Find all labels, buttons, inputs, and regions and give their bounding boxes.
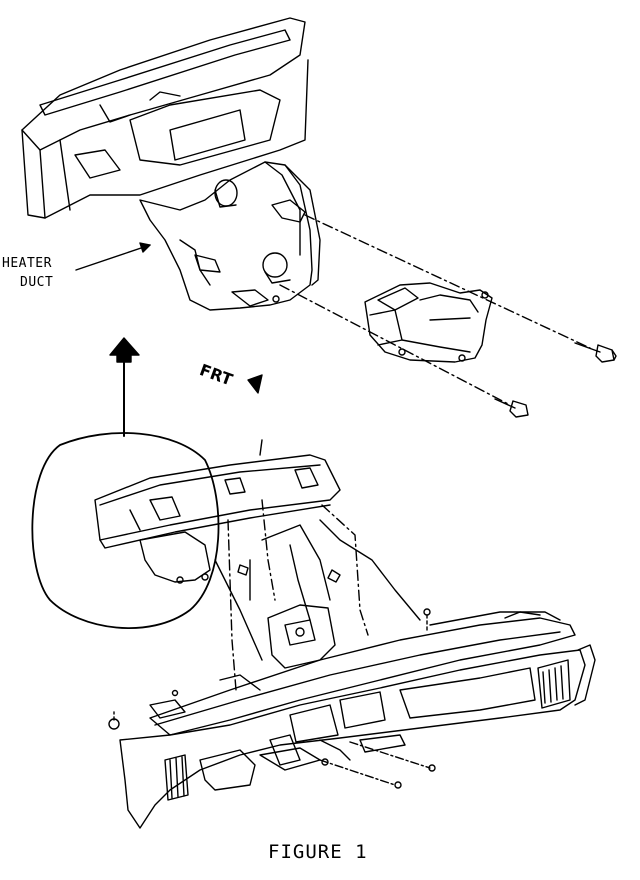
center-module (268, 605, 335, 668)
lower-main-beam (150, 618, 575, 735)
panel-carrier-slot (40, 30, 290, 115)
air-vent-left (165, 755, 188, 800)
panel-carrier-front-face (22, 130, 45, 218)
duct-mount-tab-middle (195, 255, 220, 272)
heater-duct-body (140, 162, 312, 310)
mounting-bolt-lower (495, 399, 528, 417)
air-vent-right (538, 660, 570, 708)
heater-duct-label-line2: DUCT (20, 275, 54, 290)
duct-post-lower (263, 253, 287, 277)
panel-carrier-top (22, 18, 305, 150)
mounting-bolt-upper (575, 343, 616, 362)
heater-duct-label: HEATER (2, 256, 52, 271)
alignment-line-upper (305, 215, 590, 348)
detail-up-arrow-icon (110, 338, 139, 436)
detail-callout-circle (32, 433, 218, 628)
upper-carrier-beam (95, 455, 340, 540)
instrument-panel-assembly (95, 440, 595, 828)
heater-duct-leader (76, 243, 150, 270)
heater-control-module (365, 283, 492, 362)
heater-duct-detail-view (22, 18, 616, 417)
front-direction-arrow-icon (248, 375, 262, 393)
duct-mount-tab-upper (272, 200, 305, 222)
figure-caption: FIGURE 1 (268, 841, 368, 863)
duct-mount-tab-lower (232, 290, 268, 306)
panel-carrier-lower-edge (45, 60, 308, 218)
instrument-panel-front (120, 650, 585, 828)
alignment-line-lower (280, 285, 510, 405)
